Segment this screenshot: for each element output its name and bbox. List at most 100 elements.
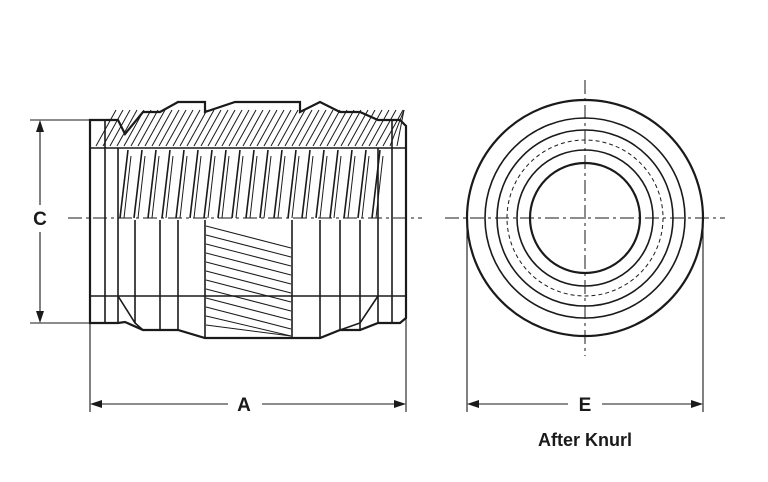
knurl-line xyxy=(205,297,292,321)
knurl-line xyxy=(205,225,292,249)
thread-line xyxy=(371,149,381,219)
thread-line xyxy=(291,155,300,219)
c-arrow-up-icon xyxy=(36,120,44,132)
hatch-line xyxy=(284,109,306,147)
thread-line xyxy=(273,149,283,219)
hatch-line xyxy=(389,109,405,147)
hatch-line xyxy=(123,109,145,147)
e-arrow-right-icon xyxy=(691,400,703,408)
knurl-line xyxy=(205,324,292,337)
e-label: E xyxy=(579,395,592,416)
knurl-line xyxy=(205,288,292,312)
hatch-line xyxy=(130,109,152,147)
c-label: C xyxy=(33,209,47,230)
thread-line xyxy=(175,149,185,219)
thread-line xyxy=(217,149,227,219)
thread-line xyxy=(361,155,370,219)
hatch-line xyxy=(368,109,390,147)
lower-groove-right xyxy=(339,295,379,331)
a-arrow-right-icon xyxy=(394,400,406,408)
hatch-line xyxy=(298,109,320,147)
insert-end-view xyxy=(445,80,725,356)
lower-groove-left xyxy=(117,295,160,331)
knurl-line xyxy=(205,252,292,276)
internal-thread-lines xyxy=(119,149,384,219)
dimension-a: A xyxy=(89,318,407,416)
knurl-line xyxy=(205,234,292,258)
thread-line xyxy=(315,149,325,219)
hatch-line xyxy=(277,109,299,147)
dimension-e: E After Knurl xyxy=(466,218,704,450)
hatch-line xyxy=(396,109,405,147)
hatch-line xyxy=(109,109,131,147)
hatch-line xyxy=(179,109,201,147)
hatch-line xyxy=(291,109,313,147)
thread-line xyxy=(305,155,314,219)
insert-side-view xyxy=(68,100,422,340)
top-knurl-hatching xyxy=(95,109,405,147)
e-arrow-left-icon xyxy=(467,400,479,408)
hatch-line xyxy=(221,109,243,147)
hatch-line xyxy=(326,109,348,147)
hatch-line xyxy=(172,109,194,147)
thread-line xyxy=(221,155,230,219)
hatch-line xyxy=(116,109,138,147)
a-arrow-left-icon xyxy=(90,400,102,408)
thread-line xyxy=(179,155,188,219)
thread-line xyxy=(249,155,258,219)
thread-line xyxy=(301,149,311,219)
hatch-line xyxy=(207,109,229,147)
knurl-line xyxy=(205,306,292,330)
hatch-line xyxy=(270,109,292,147)
thread-line xyxy=(235,155,244,219)
c-arrow-down-icon xyxy=(36,311,44,323)
thread-line xyxy=(245,149,255,219)
thread-line xyxy=(189,149,199,219)
hatch-line xyxy=(256,109,278,147)
hatch-line xyxy=(347,109,369,147)
hatch-line xyxy=(319,109,341,147)
hatch-line xyxy=(200,109,222,147)
thread-line xyxy=(203,149,213,219)
hatch-line xyxy=(340,109,362,147)
hatch-line xyxy=(263,109,285,147)
knurl-line xyxy=(205,279,292,303)
thread-line xyxy=(133,149,143,219)
thread-line xyxy=(375,155,384,219)
thread-line xyxy=(207,155,216,219)
thread-line xyxy=(147,149,157,219)
hatch-line xyxy=(214,109,236,147)
hatch-line xyxy=(361,109,383,147)
thread-line xyxy=(151,155,160,219)
thread-line xyxy=(119,149,129,219)
hatch-line xyxy=(193,109,215,147)
hatch-line xyxy=(333,109,355,147)
thread-line xyxy=(193,155,202,219)
thread-line xyxy=(333,155,342,219)
a-label: A xyxy=(237,395,251,416)
thread-line xyxy=(277,155,286,219)
thread-line xyxy=(161,149,171,219)
hatch-line xyxy=(186,109,208,147)
hatch-line xyxy=(228,109,250,147)
hatch-line xyxy=(165,109,187,147)
thread-line xyxy=(123,155,132,219)
thread-line xyxy=(259,149,269,219)
hatch-line xyxy=(312,109,334,147)
thread-line xyxy=(357,149,367,219)
hatch-line xyxy=(137,109,159,147)
knurl-line xyxy=(205,261,292,285)
hatch-line xyxy=(249,109,271,147)
hatch-line xyxy=(151,109,173,147)
hatch-line xyxy=(382,109,404,147)
hatch-line xyxy=(354,109,376,147)
hatch-line xyxy=(158,109,180,147)
thread-line xyxy=(329,149,339,219)
thread-line xyxy=(231,149,241,219)
hatch-line xyxy=(305,109,327,147)
insert-outline xyxy=(88,100,408,340)
hatch-line xyxy=(235,109,257,147)
knurl-line xyxy=(205,315,292,337)
thread-line xyxy=(137,155,146,219)
